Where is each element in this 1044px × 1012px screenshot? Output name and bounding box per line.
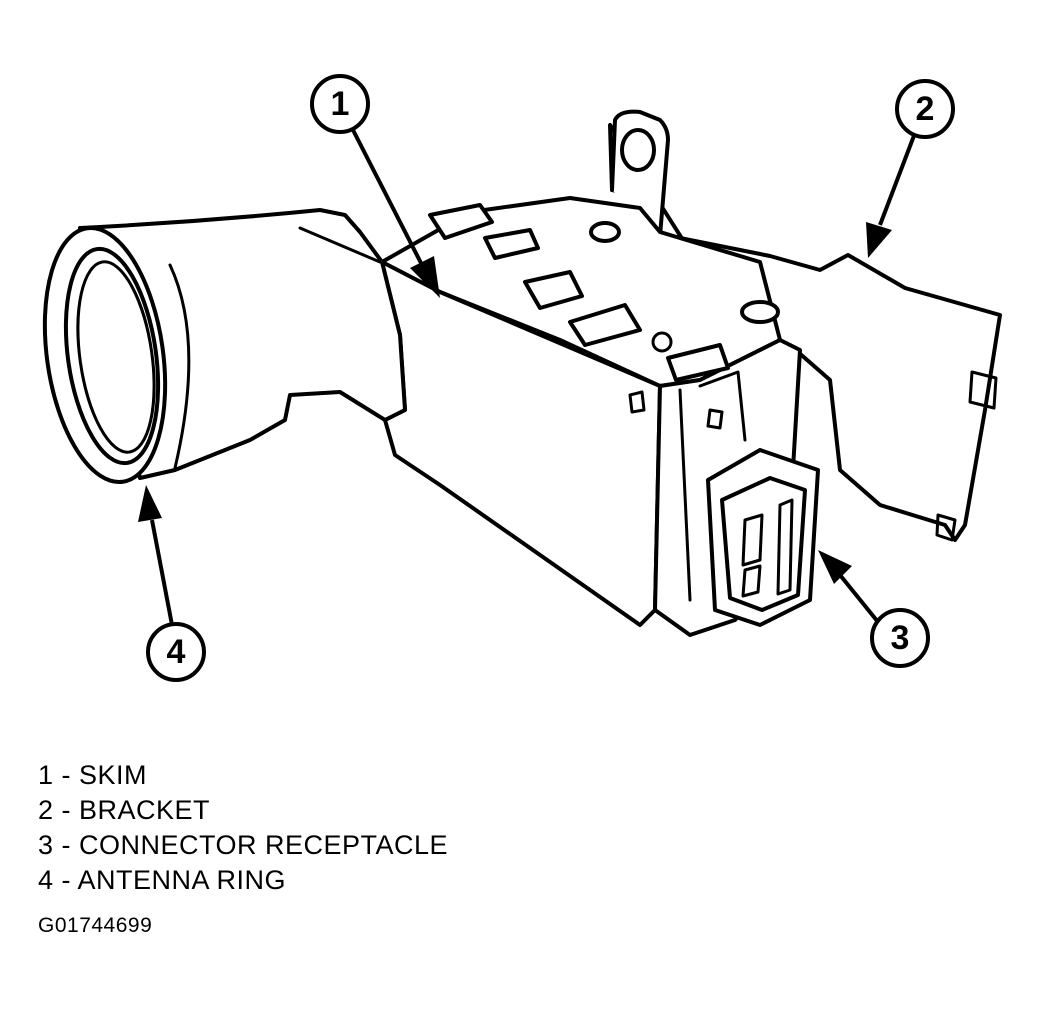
callout-3: 3 [818, 550, 930, 668]
callout-4: 4 [138, 485, 206, 682]
skim-assembly-illustration: 1 2 3 4 [42, 74, 1002, 682]
parts-legend: 1 - SKIM 2 - BRACKET 3 - CONNECTOR RECEP… [38, 758, 448, 898]
legend-item-connector-receptacle: 3 - CONNECTOR RECEPTACLE [38, 830, 449, 860]
callout-1: 1 [310, 74, 440, 298]
legend-item-bracket: 2 - BRACKET [38, 795, 211, 825]
callout-3-number: 3 [891, 619, 910, 657]
legend-item-skim: 1 - SKIM [38, 760, 148, 790]
callout-1-number: 1 [331, 85, 350, 123]
legend-item-antenna-ring: 4 - ANTENNA RING [38, 865, 287, 895]
callout-2: 2 [866, 79, 955, 258]
antenna-ring [42, 208, 407, 485]
callout-4-number: 4 [167, 633, 186, 671]
callout-2-number: 2 [916, 90, 935, 128]
figure-id: G01744699 [38, 914, 153, 937]
connector-receptacle [706, 448, 820, 627]
